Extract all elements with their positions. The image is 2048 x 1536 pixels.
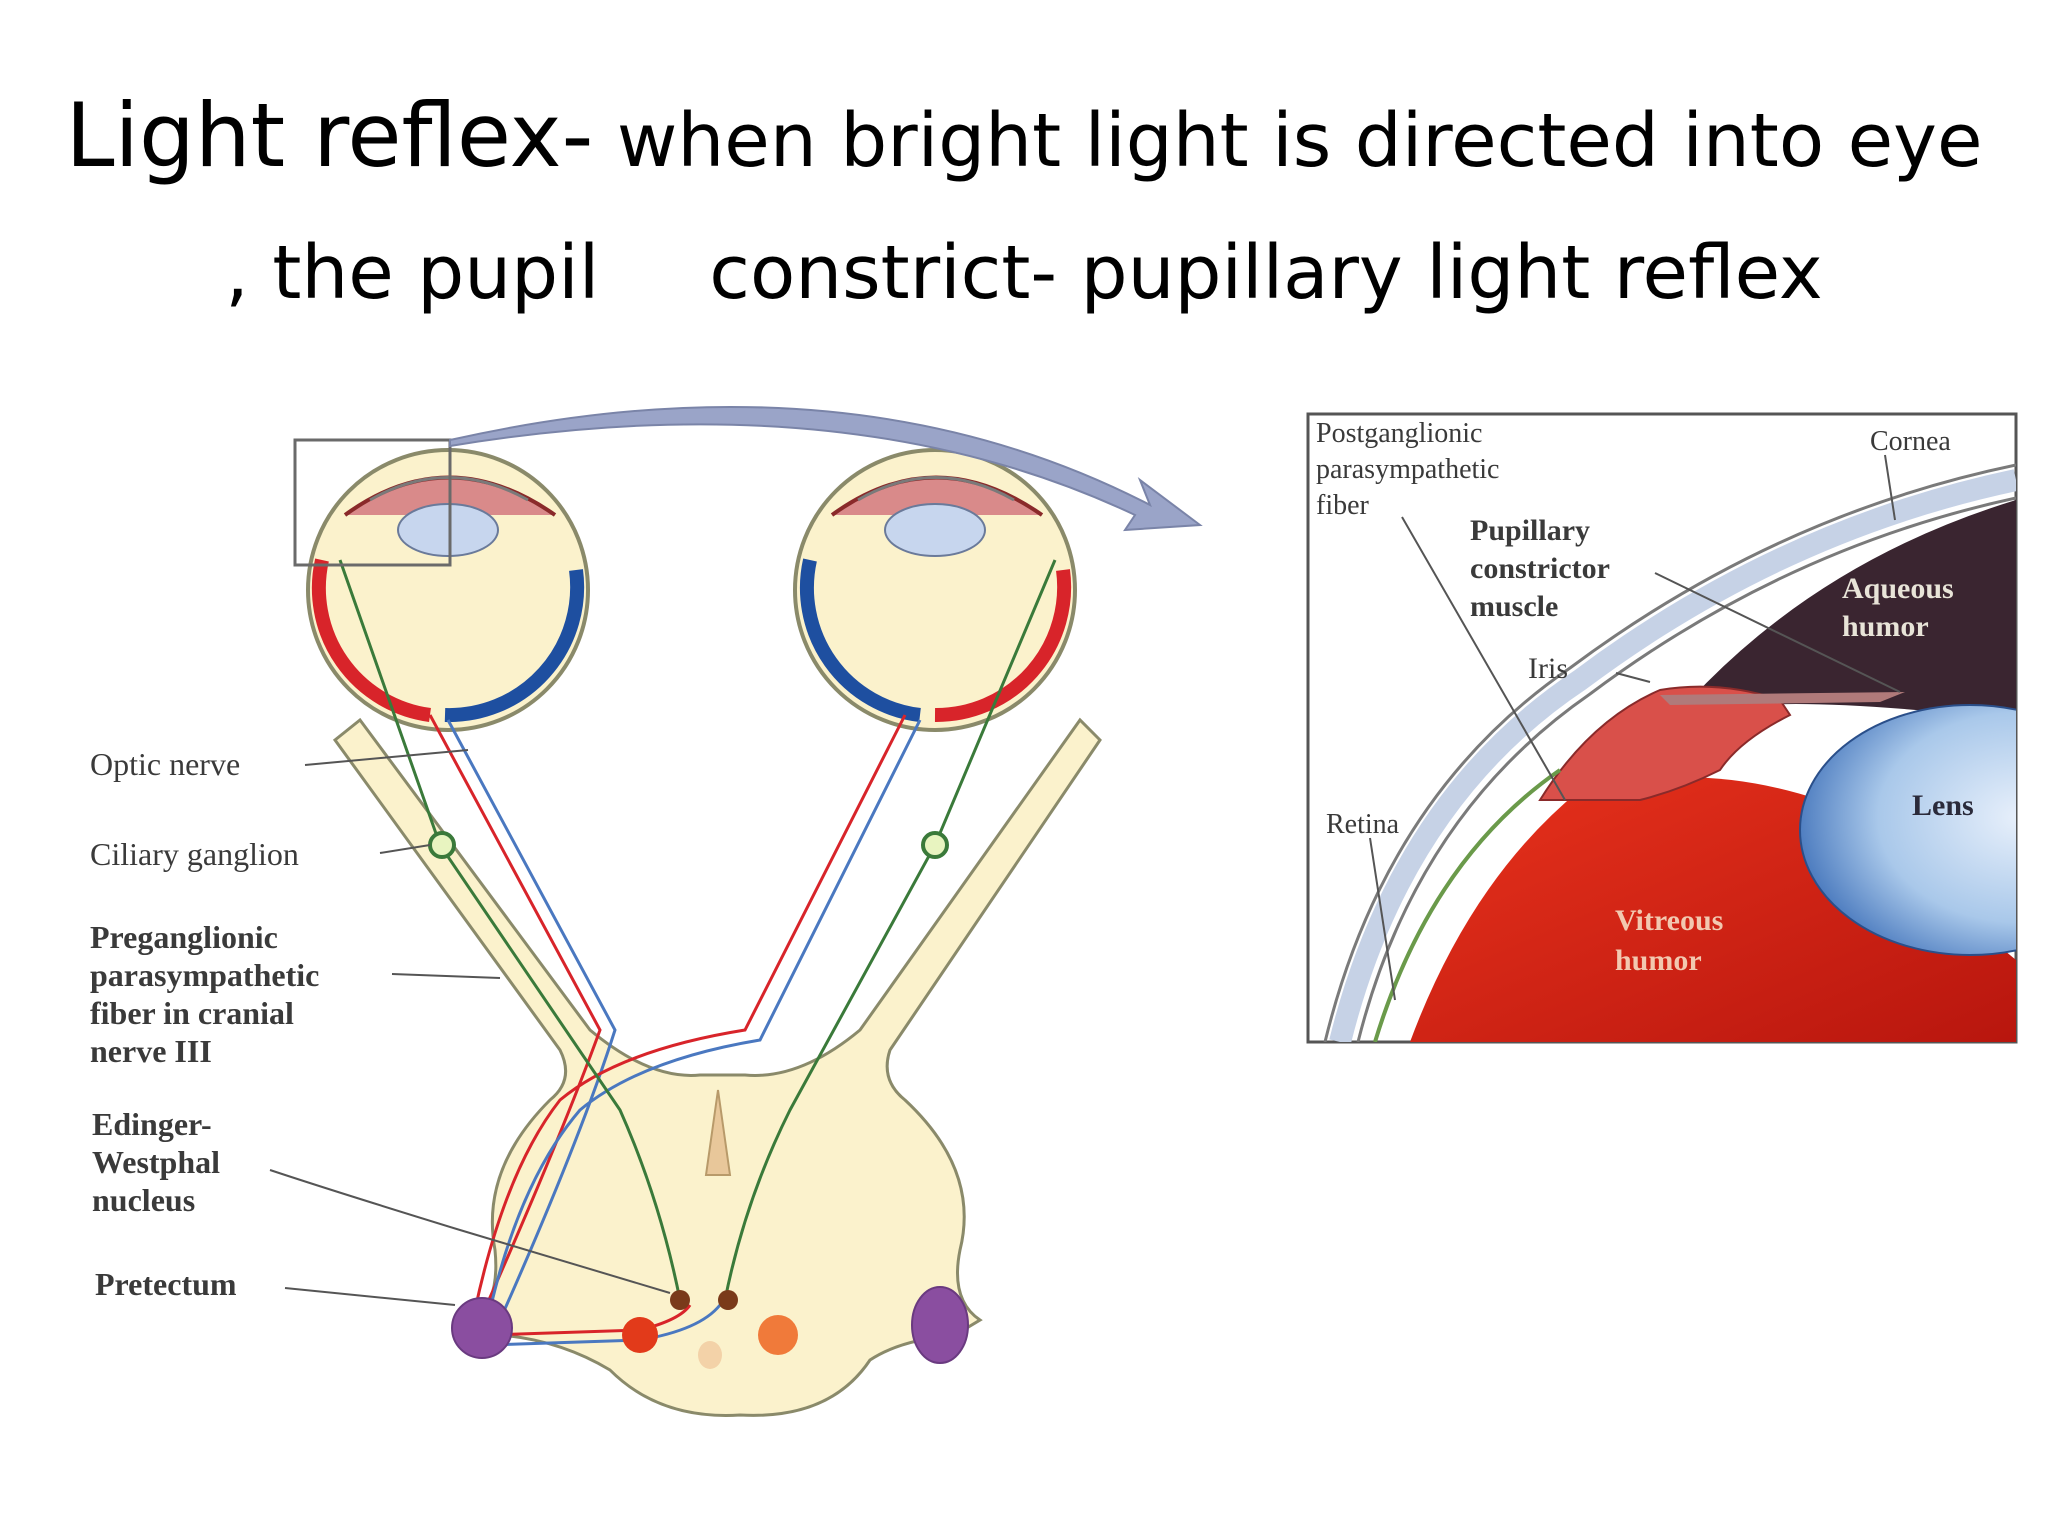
right-afferent-fiber-2	[473, 714, 907, 1311]
label-preganglionic-3: fiber in cranial	[90, 995, 294, 1031]
left-pretectum	[451, 1297, 513, 1359]
right-edinger-westphal-nucleus	[718, 1290, 738, 1310]
right-afferent-fiber	[488, 719, 922, 1311]
aqueduct-shape	[704, 1089, 732, 1176]
label-preganglionic-4: nerve III	[90, 1033, 212, 1069]
slide-title: Light reflex- when bright light is direc…	[0, 80, 2048, 329]
optic-pathway-shape	[332, 717, 1102, 1417]
label-cornea: Cornea	[1870, 426, 1951, 457]
inset-leader-lines	[1369, 454, 1901, 1001]
label-edinger-3: nucleus	[92, 1182, 195, 1218]
inset-diagram: Postganglionic parasympathetic fiber Pup…	[1306, 412, 2018, 1044]
label-preganglionic-1: Preganglionic	[90, 919, 278, 955]
right-pretectum	[911, 1286, 969, 1364]
label-edinger-1: Edinger-	[92, 1106, 212, 1142]
label-lens: Lens	[1912, 789, 1974, 822]
aqueous-humor-region	[1690, 500, 2016, 720]
label-aqueous-2: humor	[1842, 610, 1929, 643]
left-ciliary-ganglion	[428, 831, 456, 859]
title-bold: Light reflex-	[65, 84, 594, 187]
label-edinger-2: Westphal	[92, 1144, 220, 1180]
label-postganglionic-3: fiber	[1316, 490, 1370, 521]
title-line2-b: constrict- pupillary light reflex	[709, 230, 1823, 316]
title-line-1: Light reflex- when bright light is direc…	[0, 80, 2048, 217]
orange-nucleus	[758, 1315, 798, 1355]
title-line2-a: , the pupil	[225, 230, 600, 316]
label-retina: Retina	[1326, 809, 1400, 840]
cornea-layer	[1329, 469, 2016, 1042]
title-rest: when bright light is directed into eye	[593, 98, 1983, 184]
label-pupillary-1: Pupillary	[1470, 514, 1590, 547]
left-afferent-fiber-2	[446, 719, 617, 1321]
label-iris: Iris	[1528, 652, 1568, 685]
title-line-2: , the pupil constrict- pupillary light re…	[0, 217, 2048, 329]
red-nucleus	[622, 1317, 658, 1353]
right-efferent-fiber	[723, 559, 1057, 1301]
right-eye	[793, 448, 1077, 732]
label-ciliary-ganglion: Ciliary ganglion	[90, 836, 299, 872]
zoom-box	[293, 438, 452, 567]
label-aqueous-1: Aqueous	[1842, 572, 1954, 605]
label-vitreous-2: humor	[1615, 944, 1702, 977]
label-pupillary-3: muscle	[1470, 590, 1558, 623]
retina-layer	[1373, 768, 1562, 1042]
left-diagram: Optic nerve Ciliary ganglion Preganglion…	[90, 405, 1203, 1417]
iris-tip	[1660, 692, 1905, 705]
midline-nucleus	[698, 1341, 722, 1369]
label-postganglionic-1: Postganglionic	[1316, 418, 1482, 449]
left-edinger-westphal-nucleus	[670, 1290, 690, 1310]
label-pupillary-2: constrictor	[1470, 552, 1610, 585]
left-eye	[306, 448, 590, 732]
lens-shape	[1799, 704, 2016, 956]
label-preganglionic-2: parasympathetic	[90, 957, 319, 993]
label-postganglionic-2: parasympathetic	[1316, 454, 1499, 485]
left-efferent-fiber	[338, 559, 682, 1301]
label-optic-nerve: Optic nerve	[90, 746, 240, 782]
right-ciliary-ganglion	[921, 831, 949, 859]
label-vitreous-1: Vitreous	[1615, 904, 1723, 937]
leader-lines	[269, 749, 671, 1306]
zoom-arrow	[449, 405, 1203, 532]
label-pretectum: Pretectum	[95, 1266, 237, 1302]
